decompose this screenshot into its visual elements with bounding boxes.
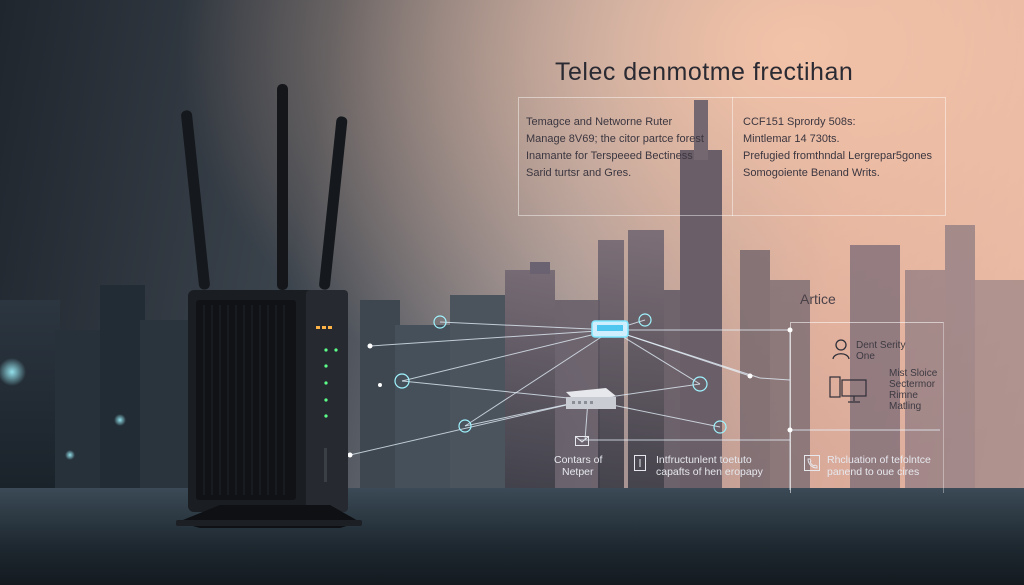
right-item-line: Rimne — [889, 390, 918, 401]
page-title: Telec denmotme frectihan — [555, 58, 854, 86]
right-item-line: One — [856, 351, 875, 362]
right-item-line: Sectermor — [889, 379, 936, 390]
info-box-right: CCF151 Sprordy 508s: Mintlemar 14 730ts.… — [732, 97, 946, 216]
caption-line: Rhcluation of tefolntce — [827, 454, 931, 466]
info-line: Sarid turtsr and Gres. — [526, 167, 632, 179]
mail-icon — [575, 436, 589, 446]
info-line: CCF151 Sprordy 508s: — [743, 116, 856, 128]
monitor-icon — [829, 376, 867, 403]
right-item-line: Dent Serity — [856, 340, 906, 351]
info-line: Manage 8V69; the citor partce forest — [526, 133, 704, 145]
info-line: Inamante for Terspeeed Bectiness — [526, 150, 693, 162]
caption-line: capafts of hen eropapy — [656, 466, 763, 478]
caption-line: Netper — [562, 466, 594, 478]
article-label: Artice — [800, 291, 836, 307]
caption-line: panend to oue cires — [827, 466, 920, 478]
right-item-line: Mist Sloice — [889, 368, 938, 379]
info-line: Mintlemar 14 730ts. — [743, 133, 840, 145]
info-line: Temagce and Networne Ruter — [526, 116, 673, 128]
tabletop — [0, 488, 1024, 585]
document-icon — [634, 455, 646, 471]
person-icon — [832, 339, 850, 360]
info-line: Prefugied fromthndal Lergrepar5gones — [743, 150, 932, 162]
right-item-line: Matling — [889, 401, 922, 412]
phone-icon — [804, 455, 820, 471]
info-box-left: Temagce and Networne Ruter Manage 8V69; … — [518, 97, 733, 216]
info-line: Somogoiente Benand Writs. — [743, 167, 880, 179]
caption-line: Intfructunlent toetuto — [656, 454, 752, 466]
right-panel — [790, 322, 944, 493]
caption-line: Contars of — [554, 454, 603, 466]
